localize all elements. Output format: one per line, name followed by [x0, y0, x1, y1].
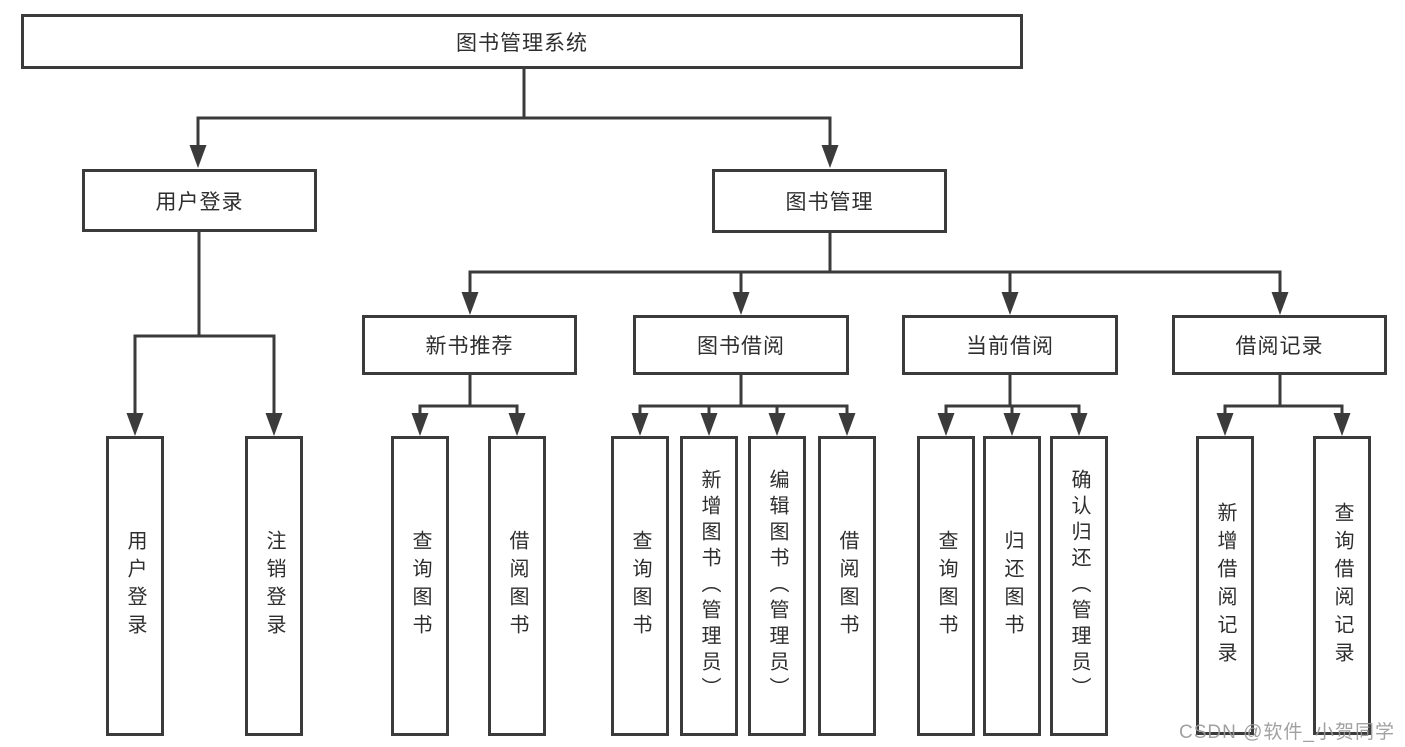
- node-label: 借阅图书: [836, 530, 858, 642]
- node-label: 查询图书: [629, 530, 651, 642]
- node-label: 新增图书（管理员）: [698, 469, 720, 703]
- node-label: 查询图书: [409, 530, 431, 642]
- node-user-login-leaf: 用户登录: [106, 436, 164, 736]
- node-library-management-system: 图书管理系统: [21, 14, 1023, 69]
- node-label: 图书借阅: [697, 335, 785, 358]
- node-borrowing-records: 借阅记录: [1172, 315, 1387, 375]
- node-confirm-return-admin: 确认归还（管理员）: [1050, 436, 1108, 736]
- node-book-management: 图书管理: [712, 169, 947, 233]
- node-label: 编辑图书（管理员）: [766, 469, 788, 703]
- node-label: 借阅图书: [506, 530, 528, 642]
- node-label: 查询图书: [935, 530, 957, 642]
- node-book-borrowing: 图书借阅: [633, 315, 849, 375]
- node-label: 用户登录: [124, 530, 146, 642]
- node-label: 图书管理系统: [456, 31, 588, 55]
- node-query-books-current: 查询图书: [917, 436, 975, 736]
- node-add-borrow-record: 新增借阅记录: [1196, 436, 1254, 735]
- arrowhead-icons: [126, 145, 1351, 436]
- node-edit-books-admin: 编辑图书（管理员）: [748, 436, 806, 736]
- node-logout-leaf: 注销登录: [245, 436, 303, 736]
- node-query-borrow-record: 查询借阅记录: [1313, 436, 1371, 735]
- node-label: 当前借阅: [966, 335, 1054, 358]
- node-label: 注销登录: [263, 530, 285, 642]
- node-add-books-admin: 新增图书（管理员）: [680, 436, 738, 736]
- node-query-books-recommend: 查询图书: [391, 436, 449, 736]
- node-label: 确认归还（管理员）: [1068, 469, 1090, 703]
- node-label: 归还图书: [1001, 530, 1023, 642]
- node-label: 新书推荐: [425, 335, 514, 358]
- node-label: 查询借阅记录: [1331, 501, 1353, 670]
- node-new-book-recommendation: 新书推荐: [362, 315, 577, 375]
- node-user-login: 用户登录: [82, 169, 317, 232]
- node-label: 借阅记录: [1235, 335, 1324, 358]
- node-current-borrowing: 当前借阅: [902, 315, 1118, 375]
- node-label: 图书管理: [785, 191, 874, 214]
- node-label: 新增借阅记录: [1214, 501, 1236, 670]
- node-return-books: 归还图书: [983, 436, 1041, 736]
- node-borrow-books-borrowing: 借阅图书: [818, 436, 876, 736]
- watermark: CSDN @软件_小贺同学: [1179, 722, 1395, 743]
- node-label: 用户登录: [155, 190, 244, 214]
- node-borrow-books-recommend: 借阅图书: [488, 436, 546, 736]
- node-query-books-borrowing: 查询图书: [611, 436, 669, 736]
